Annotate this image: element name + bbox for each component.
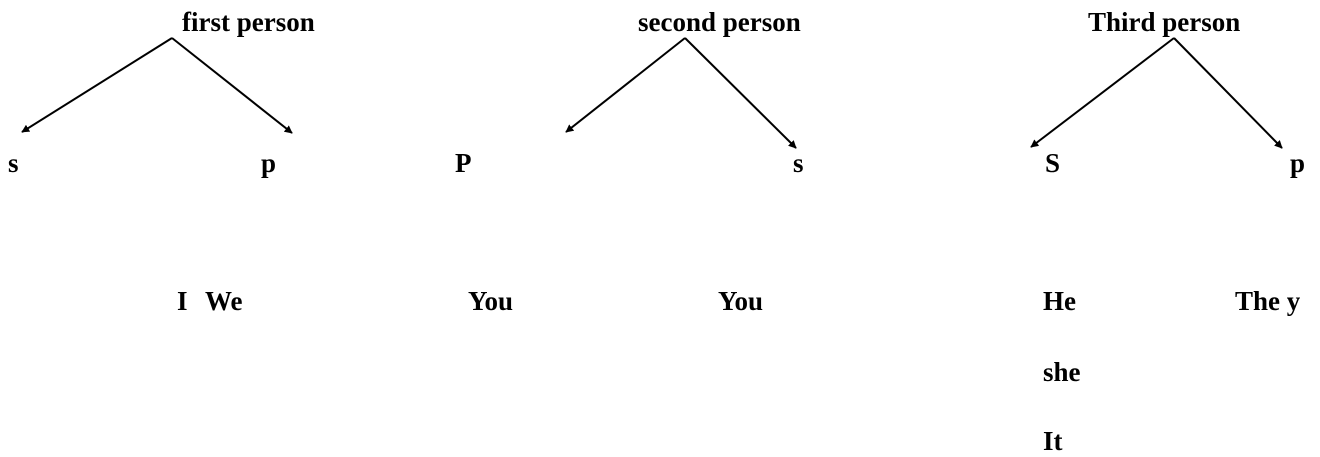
left-pronoun: He — [1043, 286, 1076, 316]
right-pronoun: You — [718, 286, 763, 316]
left-pronoun: she — [1043, 357, 1081, 387]
left-branch-label: s — [8, 148, 19, 178]
left-branch-label: P — [455, 148, 472, 178]
right-branch-label: p — [1290, 148, 1305, 178]
left-branch-label: S — [1045, 148, 1060, 178]
right-pronoun: We — [205, 286, 243, 316]
left-pronoun: You — [468, 286, 513, 316]
left-branch-arrow — [1030, 37, 1175, 148]
left-branch-arrow — [565, 37, 686, 133]
right-branch-label: s — [793, 148, 804, 178]
left-branch-arrow — [21, 37, 173, 133]
right-branch-label: p — [261, 148, 276, 178]
right-branch-arrow — [171, 37, 293, 134]
right-pronoun: The y — [1235, 286, 1301, 316]
group-first-person: first person s p I We — [8, 7, 315, 316]
left-pronoun: I — [177, 286, 188, 316]
group-second-person: second person P s You You — [455, 7, 804, 316]
group-title: Third person — [1088, 7, 1240, 37]
right-branch-arrow — [684, 37, 797, 149]
group-title: first person — [182, 7, 315, 37]
left-pronoun: It — [1043, 426, 1063, 456]
group-title: second person — [638, 7, 801, 37]
right-branch-arrow — [1173, 37, 1283, 149]
group-third-person: Third person S p He she It The y — [1030, 7, 1305, 456]
